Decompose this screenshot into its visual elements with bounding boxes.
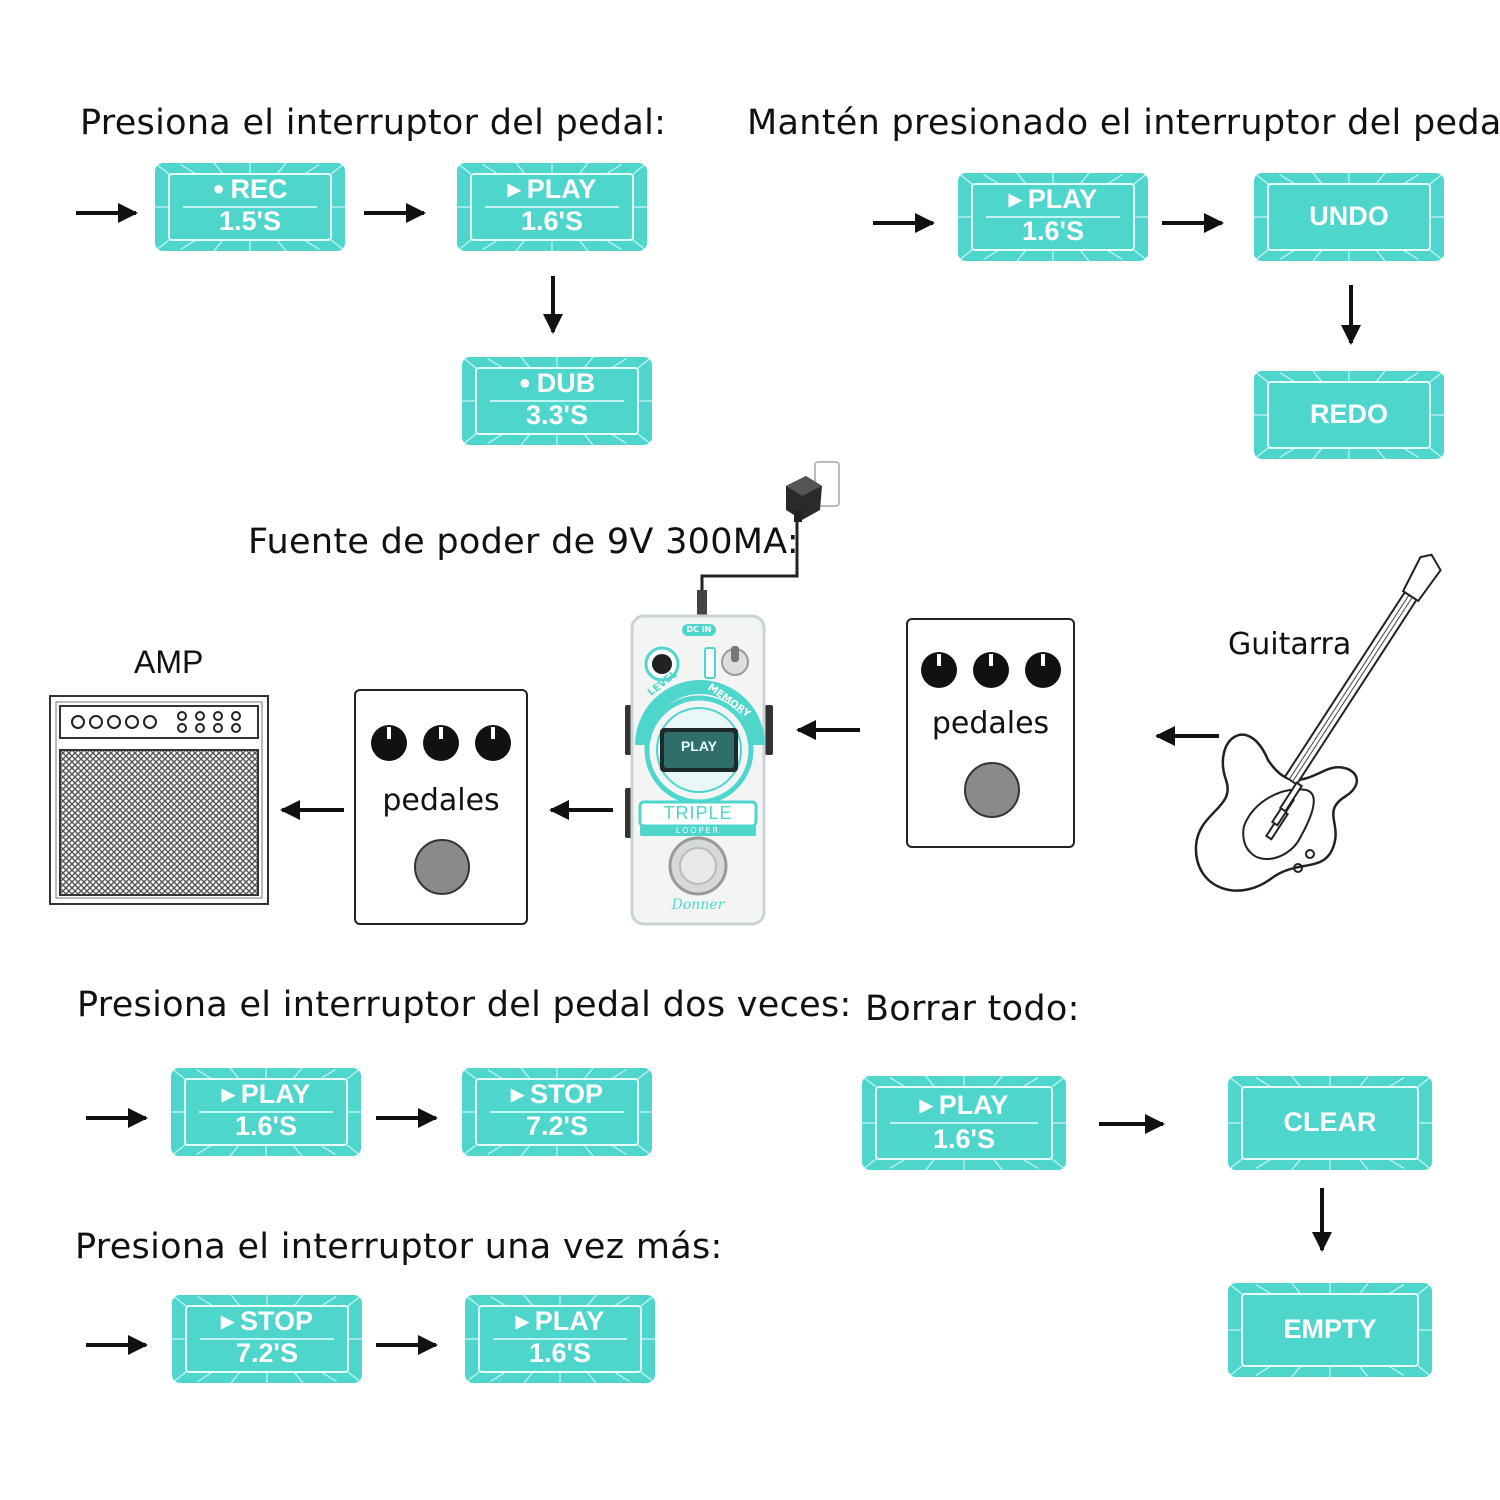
record-dot-icon: ● <box>212 178 225 200</box>
lcd-text: REDO <box>1309 399 1388 429</box>
lcd-frame <box>1228 1283 1432 1377</box>
lcd-mode: STOP <box>240 1306 314 1336</box>
heading-press: Presiona el interruptor del pedal: <box>80 103 667 143</box>
amp-label: AMP <box>134 644 204 680</box>
lcd-mode: STOP <box>530 1079 604 1109</box>
knob-icon <box>475 725 511 761</box>
lcd-frame <box>171 1068 361 1156</box>
pedals-box-right: pedales <box>906 618 1075 848</box>
lcd-twice-stop: ▶ STOP 7.2'S <box>462 1068 652 1156</box>
lcd-mode: DUB <box>536 368 596 398</box>
lcd-text: CLEAR <box>1283 1107 1377 1137</box>
lcd-mode: PLAY <box>1027 184 1098 214</box>
lcd-mode: PLAY <box>938 1090 1009 1120</box>
lcd-time: 1.6'S <box>933 1124 995 1154</box>
lcd-once-stop: ▶ STOP 7.2'S <box>172 1295 362 1383</box>
lcd-frame <box>958 173 1148 261</box>
heading-power: Fuente de poder de 9V 300MA: <box>248 522 800 562</box>
lcd-time: 7.2'S <box>526 1111 588 1141</box>
lcd-frame <box>1254 371 1444 459</box>
looper-name: TRIPLE <box>663 803 733 823</box>
heading-twice: Presiona el interruptor del pedal dos ve… <box>77 985 852 1025</box>
lcd-mode: PLAY <box>240 1079 311 1109</box>
lcd-time: 3.3'S <box>526 400 588 430</box>
looper-screen-text: PLAY <box>680 738 718 754</box>
lcd-redo: REDO <box>1254 371 1444 459</box>
dc-in-label: DC IN <box>686 625 712 634</box>
lcd-dub: ●DUB 3.3'S <box>462 357 652 445</box>
knob-icon <box>371 725 407 761</box>
lcd-frame <box>862 1076 1066 1170</box>
lcd-frame <box>457 163 647 251</box>
lcd-frame <box>155 163 345 251</box>
lcd-undo: UNDO <box>1254 173 1444 261</box>
play-triangle-icon: ▶ <box>515 1312 529 1331</box>
brand-logo: Donner <box>671 897 725 913</box>
lcd-mode: REC <box>230 174 288 204</box>
heading-clear: Borrar todo: <box>865 989 1080 1029</box>
lcd-clear-play: ▶ PLAY 1.6'S <box>862 1076 1066 1170</box>
footswitch-icon <box>964 762 1020 818</box>
lcd-text: EMPTY <box>1283 1314 1377 1344</box>
lcd-hold-play: ▶ PLAY 1.6'S <box>958 173 1148 261</box>
pedals-box-left: pedales <box>354 689 528 925</box>
knob-icon <box>920 652 957 688</box>
heading-hold: Mantén presionado el interruptor del ped… <box>747 103 1500 143</box>
guitar-label: Guitarra <box>1228 627 1352 662</box>
lcd-frame <box>462 1068 652 1156</box>
pedals-label: pedales <box>382 783 500 818</box>
lcd-time: 1.5'S <box>219 206 281 236</box>
lcd-clear: CLEAR <box>1228 1076 1432 1170</box>
lcd-empty: EMPTY <box>1228 1283 1432 1377</box>
lcd-frame <box>172 1295 362 1383</box>
dc-plug <box>697 590 707 616</box>
lcd-frame <box>1254 173 1444 261</box>
lcd-twice-play: ▶ PLAY 1.6'S <box>171 1068 361 1156</box>
heading-once: Presiona el interruptor una vez más: <box>75 1227 723 1267</box>
pedals-label: pedales <box>931 706 1050 741</box>
lcd-rec: ●REC 1.5'S <box>155 163 345 251</box>
play-triangle-icon: ▶ <box>221 1085 235 1104</box>
play-triangle-icon: ▶ <box>507 180 521 199</box>
lcd-time: 1.6'S <box>521 206 583 236</box>
lcd-time: 1.6'S <box>1022 216 1084 246</box>
lcd-text: UNDO <box>1309 201 1389 231</box>
footswitch-icon <box>414 839 470 895</box>
play-triangle-icon: ▶ <box>510 1085 525 1104</box>
lcd-mode: PLAY <box>534 1306 605 1336</box>
record-dot-icon: ● <box>518 372 531 394</box>
lcd-frame <box>462 357 652 445</box>
knob-icon <box>972 652 1009 688</box>
looper-sub: LOOPER <box>675 826 721 835</box>
play-triangle-icon: ▶ <box>220 1312 235 1331</box>
play-triangle-icon: ▶ <box>1008 190 1022 209</box>
lcd-time: 1.6'S <box>529 1338 591 1368</box>
knob-icon <box>423 725 459 761</box>
lcd-play-1: ▶ PLAY 1.6'S <box>457 163 647 251</box>
lcd-time: 1.6'S <box>235 1111 297 1141</box>
play-triangle-icon: ▶ <box>919 1096 933 1115</box>
lcd-frame <box>465 1295 655 1383</box>
knob-icon <box>1024 652 1061 688</box>
lcd-once-play: ▶ PLAY 1.6'S <box>465 1295 655 1383</box>
lcd-time: 7.2'S <box>236 1338 298 1368</box>
power-cable <box>700 510 799 612</box>
lcd-mode: PLAY <box>526 174 597 204</box>
lcd-frame <box>1228 1076 1432 1170</box>
